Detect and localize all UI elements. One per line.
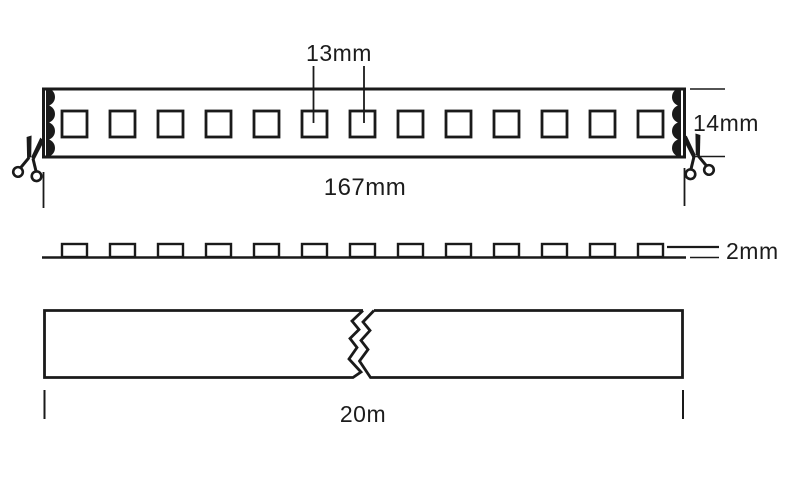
led-square bbox=[108, 109, 137, 139]
led-side-profile bbox=[252, 242, 281, 259]
strip-side-view bbox=[42, 242, 719, 259]
led-square bbox=[588, 109, 617, 139]
led-side-profile bbox=[636, 242, 665, 259]
led-side-profile bbox=[300, 242, 329, 259]
solder-pad bbox=[46, 122, 55, 140]
reel-left-part bbox=[43, 309, 364, 379]
led-square bbox=[204, 109, 233, 139]
reel-length-label: 20m bbox=[339, 401, 387, 427]
led-side-profile bbox=[108, 242, 137, 259]
strip-width-label: 14mm bbox=[693, 110, 759, 136]
led-side-profiles bbox=[60, 242, 665, 259]
solder-pad bbox=[46, 88, 55, 106]
led-side-profile bbox=[348, 242, 377, 259]
led-square bbox=[348, 109, 377, 139]
led-side-profile bbox=[396, 242, 425, 259]
led-side-profile bbox=[204, 242, 233, 259]
led-square bbox=[396, 109, 425, 139]
solder-pad bbox=[672, 122, 681, 140]
led-square bbox=[156, 109, 185, 139]
led-squares bbox=[60, 109, 665, 139]
led-square bbox=[444, 109, 473, 139]
solder-pad bbox=[46, 139, 55, 157]
reel-right-part bbox=[357, 309, 684, 379]
led-square bbox=[636, 109, 665, 139]
led-pitch-label: 13mm bbox=[306, 40, 372, 66]
led-square bbox=[252, 109, 281, 139]
strip-top-view bbox=[10, 66, 725, 208]
reel-view bbox=[43, 309, 684, 419]
led-side-profile bbox=[540, 242, 569, 259]
led-side-profile bbox=[156, 242, 185, 259]
solder-pad bbox=[672, 88, 681, 106]
strip-thickness-label: 2mm bbox=[726, 238, 779, 264]
led-side-profile bbox=[588, 242, 617, 259]
segment-length-label: 167mm bbox=[323, 174, 407, 201]
solder-pad bbox=[672, 105, 681, 123]
led-square bbox=[300, 109, 329, 139]
led-square bbox=[492, 109, 521, 139]
led-square bbox=[540, 109, 569, 139]
led-side-profile bbox=[492, 242, 521, 259]
solder-pad bbox=[46, 105, 55, 123]
solder-pad bbox=[672, 139, 681, 157]
led-side-profile bbox=[60, 242, 89, 259]
led-side-profile bbox=[444, 242, 473, 259]
led-square bbox=[60, 109, 89, 139]
solder-pads-right bbox=[672, 88, 681, 157]
solder-pads-left bbox=[46, 88, 55, 157]
